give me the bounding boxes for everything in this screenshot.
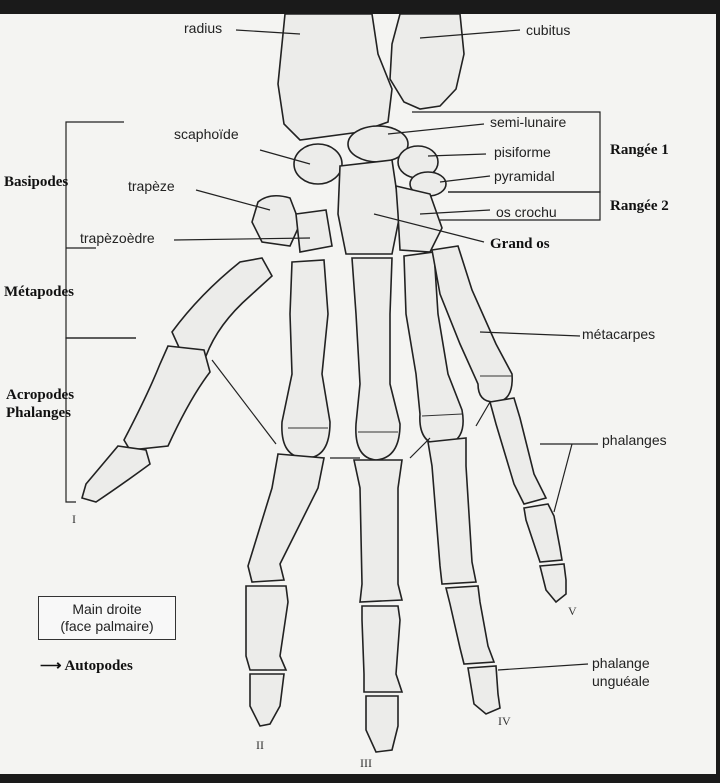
finger-label-IV: IV <box>498 714 511 728</box>
finger-label-III: III <box>360 756 372 770</box>
phalanx-II-distal <box>249 673 285 727</box>
group-basipodes: Basipodes <box>4 174 69 190</box>
label-os-crochu: os crochu <box>496 204 557 220</box>
legend-autopodes-label: Autopodes <box>64 658 133 674</box>
label-pisiforme: pisiforme <box>494 144 551 160</box>
phalanx-V-proximal <box>488 397 548 505</box>
finger-label-I: I <box>72 512 76 526</box>
phalanx-IV-proximal <box>427 437 477 585</box>
metacarpal-I <box>171 257 274 357</box>
label-trapezoedre: trapèzoèdre <box>80 230 155 246</box>
label-pyramidal: pyramidal <box>494 168 555 184</box>
label-metacarpes: métacarpes <box>582 326 656 342</box>
phalanx-V-middle <box>523 503 563 563</box>
legend-autopodes: ⟶ Autopodes <box>40 656 133 675</box>
phalanx-IV-distal <box>467 665 501 715</box>
phalanx-II-middle <box>245 585 289 671</box>
scaphoide-bone <box>293 143 343 185</box>
joint-lines <box>288 375 512 433</box>
phalanx-V-distal <box>538 563 567 604</box>
label-semi-lunaire: semi-lunaire <box>490 114 567 130</box>
leader-lines <box>65 29 601 671</box>
group-rangee-1: Rangée 1 <box>610 142 669 158</box>
label-trapeze: trapèze <box>128 178 175 194</box>
label-phalanges: phalanges <box>602 432 667 448</box>
bones <box>81 14 567 753</box>
label-radius: radius <box>184 20 223 36</box>
phalanx-III-distal <box>365 695 399 753</box>
phalanx-I-distal <box>81 445 151 503</box>
group-acropodes-phalanges: Acropodes Phalanges <box>6 387 75 421</box>
os-crochu-bone <box>395 184 443 253</box>
legend-box: Main droite (face palmaire) <box>38 596 176 640</box>
group-rangee-2: Rangée 2 <box>610 198 669 214</box>
label-grand-os: Grand os <box>490 236 550 252</box>
label-scaphoide: scaphoïde <box>174 126 239 142</box>
cubitus-bone <box>389 14 465 110</box>
hand-bones-drawing <box>65 14 601 753</box>
grand-os-bone <box>337 159 401 255</box>
legend-line-2: (face palmaire) <box>60 618 154 634</box>
hand-skeleton-figure: radius cubitus scaphoïde semi-lunaire pi… <box>0 14 716 774</box>
group-metapodes: Métapodes <box>4 284 74 300</box>
radius-bone <box>277 14 393 141</box>
label-cubitus: cubitus <box>526 22 571 38</box>
phalanx-II-proximal <box>247 453 325 583</box>
arrow-right-icon: ⟶ <box>40 658 62 674</box>
finger-label-II: II <box>256 738 264 752</box>
trapezoedre-bone <box>295 209 333 253</box>
finger-label-V: V <box>568 604 577 618</box>
phalanx-IV-middle <box>444 585 496 665</box>
legend-line-1: Main droite <box>72 601 142 617</box>
label-phalange-ungueale: phalange unguéale <box>592 655 650 689</box>
metacarpal-III <box>351 257 401 461</box>
phalanx-III-proximal <box>353 459 404 603</box>
phalanx-I-proximal <box>123 345 211 451</box>
phalanx-III-middle <box>361 605 404 693</box>
